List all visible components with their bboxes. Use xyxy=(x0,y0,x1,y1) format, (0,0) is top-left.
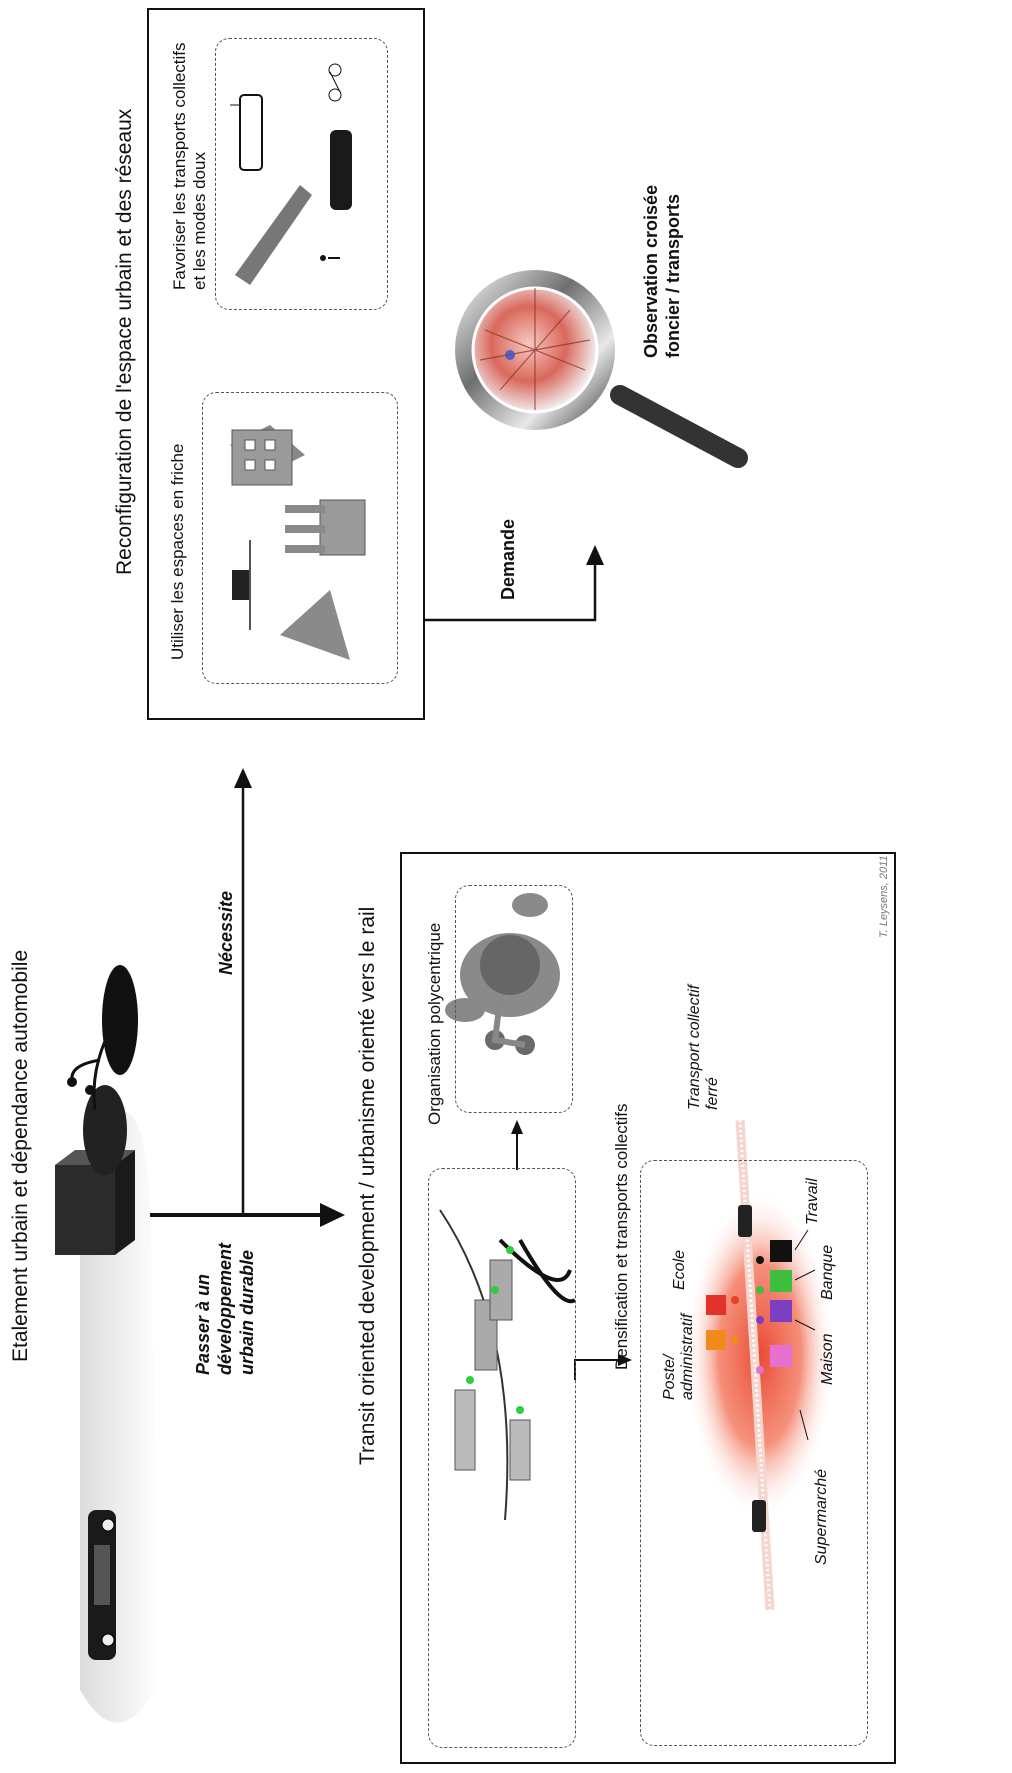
densification-box xyxy=(640,1160,868,1746)
transit-title: Transit oriented development / urbanisme… xyxy=(356,906,379,1465)
passer-label-3: urbain durable xyxy=(237,1249,257,1375)
label-travail: Travail xyxy=(804,1178,821,1225)
polycentric-box xyxy=(455,885,573,1113)
label-supermarche: Supermarché xyxy=(813,1468,830,1565)
label-poste-2: administratif xyxy=(679,1313,696,1400)
tod-sketch-box xyxy=(428,1168,576,1748)
densification-diagram xyxy=(685,1119,835,1611)
transit-frame xyxy=(400,852,896,1764)
friche-box xyxy=(202,392,398,684)
abandoned-building-icon xyxy=(231,429,293,486)
transport-label-1: Favoriser les transports collectifs xyxy=(170,42,189,290)
rail-wagon-icon xyxy=(232,570,250,600)
tod-city-sketch xyxy=(439,1209,577,1521)
label-maison: Maison xyxy=(819,1333,836,1385)
passer-label-1: Passer à un xyxy=(193,1273,213,1375)
label-transport-1: Transport collectif xyxy=(686,984,703,1110)
polycentric-label: Organisation polycentrique xyxy=(425,922,444,1125)
sprawl-title: Etalement urbain et dépendance automobil… xyxy=(9,949,32,1362)
supermarche-icon xyxy=(770,1345,792,1367)
demande-label: Demande xyxy=(498,518,518,600)
reconfig-frame xyxy=(147,8,425,720)
label-ecole: Ecole xyxy=(671,1249,688,1290)
arrow-demande xyxy=(424,545,604,622)
tram-icon xyxy=(239,94,263,171)
pedestrian-icon xyxy=(320,255,326,261)
travail-icon xyxy=(770,1240,792,1262)
train-icon xyxy=(235,185,312,285)
label-banque: Banque xyxy=(819,1244,836,1300)
bus-icon xyxy=(330,130,352,210)
sprawl-blob-icon xyxy=(102,965,138,1075)
passer-label-2: développement xyxy=(215,1242,235,1375)
label-poste-1: Poste/ xyxy=(661,1354,678,1400)
reconfig-title: Reconfiguration de l'espace urbain et de… xyxy=(113,108,136,575)
magnifier-icon xyxy=(455,270,748,468)
maison-icon xyxy=(770,1300,792,1322)
factory-ruin-icon xyxy=(319,499,366,556)
train-wagon-icon xyxy=(738,1205,752,1237)
bicycle-icon xyxy=(328,63,342,77)
friche-icons xyxy=(230,425,366,660)
transport-icons xyxy=(230,63,352,285)
banque-icon xyxy=(770,1270,792,1292)
transport-box xyxy=(215,38,388,310)
observation-line-2: foncier / transports xyxy=(663,193,683,358)
label-transport-2: ferré xyxy=(704,1077,721,1110)
credit-text: T. Leysens, 2011 xyxy=(878,855,890,938)
ecole-icon xyxy=(706,1295,726,1315)
arrow-necessite xyxy=(234,768,252,1215)
poste-icon xyxy=(706,1330,726,1350)
slag-heap-icon xyxy=(280,590,350,660)
friche-label: Utiliser les espaces en friche xyxy=(168,443,187,660)
necessite-label: Nécessite xyxy=(216,890,236,975)
polycentric-map xyxy=(445,893,560,1055)
densification-label: Densification et transports collectifs xyxy=(612,1103,631,1370)
sprawl-illustration xyxy=(55,965,160,1723)
factory-icon xyxy=(55,1165,115,1255)
arrow-to-transit xyxy=(150,1203,345,1227)
observation-line-1: Observation croisée xyxy=(641,184,661,358)
transport-label-2: et les modes doux xyxy=(190,152,209,290)
